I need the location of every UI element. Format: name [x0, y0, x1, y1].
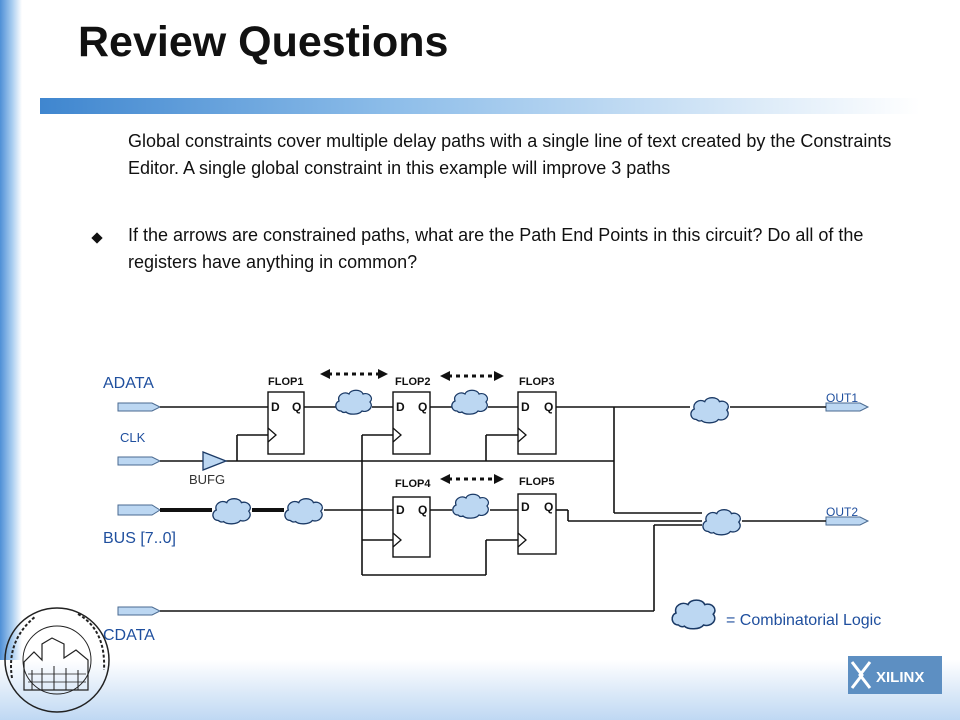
- flop2-register: [392, 391, 431, 455]
- logic-cloud-icon: [451, 389, 489, 415]
- out1-label: OUT1: [826, 391, 858, 405]
- flop5-register: [517, 493, 557, 555]
- flop1-register: [267, 391, 305, 455]
- intro-paragraph: Global constraints cover multiple delay …: [128, 131, 892, 178]
- wires: [160, 406, 826, 612]
- slide-title: Review Questions: [78, 18, 449, 66]
- flop3-label: FLOP3: [519, 376, 554, 388]
- constraint-arrow-2: [440, 371, 504, 381]
- flop2-label: FLOP2: [395, 376, 430, 388]
- flop4-label: FLOP4: [395, 478, 431, 490]
- flop1-q-pin: Q: [292, 400, 301, 414]
- logic-cloud-icon: [284, 497, 324, 525]
- logic-cloud-icon: [335, 389, 373, 415]
- clk-label: CLK: [120, 430, 146, 445]
- bufg-label: BUFG: [189, 472, 225, 487]
- bus-label: BUS [7..0]: [103, 530, 176, 547]
- flop5-label: FLOP5: [519, 476, 554, 488]
- flop4-register: [392, 496, 431, 558]
- legend-cloud-icon: [671, 599, 716, 630]
- bufg-buffer: [202, 451, 228, 471]
- clk-input-pad: [117, 456, 162, 466]
- bottom-accent-bar: [0, 660, 960, 720]
- flop3-q-pin: Q: [544, 400, 553, 414]
- title-underline-bar: [40, 98, 920, 114]
- left-accent-bar: [0, 0, 22, 720]
- logic-cloud-icon: [690, 397, 730, 424]
- flop5-q-pin: Q: [544, 500, 553, 514]
- xilinx-logo: XILINX: [848, 656, 942, 694]
- adata-label: ADATA: [103, 375, 154, 392]
- flop1-d-pin: D: [271, 400, 280, 414]
- cdata-label: CDATA: [103, 627, 155, 644]
- out2-label: OUT2: [826, 505, 858, 519]
- flop3-register: [517, 391, 557, 455]
- bus-input-pad: [117, 504, 161, 516]
- xilinx-logo-text: XILINX: [876, 669, 924, 686]
- constraint-arrow-3: [440, 474, 504, 484]
- adata-input-pad: [117, 402, 162, 412]
- legend-label: = Combinatorial Logic: [726, 612, 881, 629]
- out2-output-pad: [825, 516, 870, 526]
- logic-cloud-icon: [702, 509, 742, 536]
- out1-output-pad: [825, 402, 870, 412]
- logic-cloud-icon: [452, 493, 490, 519]
- logic-cloud-icon: [212, 497, 252, 525]
- question-paragraph: If the arrows are constrained paths, wha…: [128, 225, 864, 272]
- university-seal-logo: [4, 607, 110, 713]
- flop4-d-pin: D: [396, 503, 405, 517]
- constraint-arrow-1: [320, 369, 388, 379]
- flop2-d-pin: D: [396, 400, 405, 414]
- flop3-d-pin: D: [521, 400, 530, 414]
- flop2-q-pin: Q: [418, 400, 427, 414]
- flop4-q-pin: Q: [418, 503, 427, 517]
- flop5-d-pin: D: [521, 500, 530, 514]
- flop1-label: FLOP1: [268, 376, 303, 388]
- cdata-input-pad: [117, 606, 162, 616]
